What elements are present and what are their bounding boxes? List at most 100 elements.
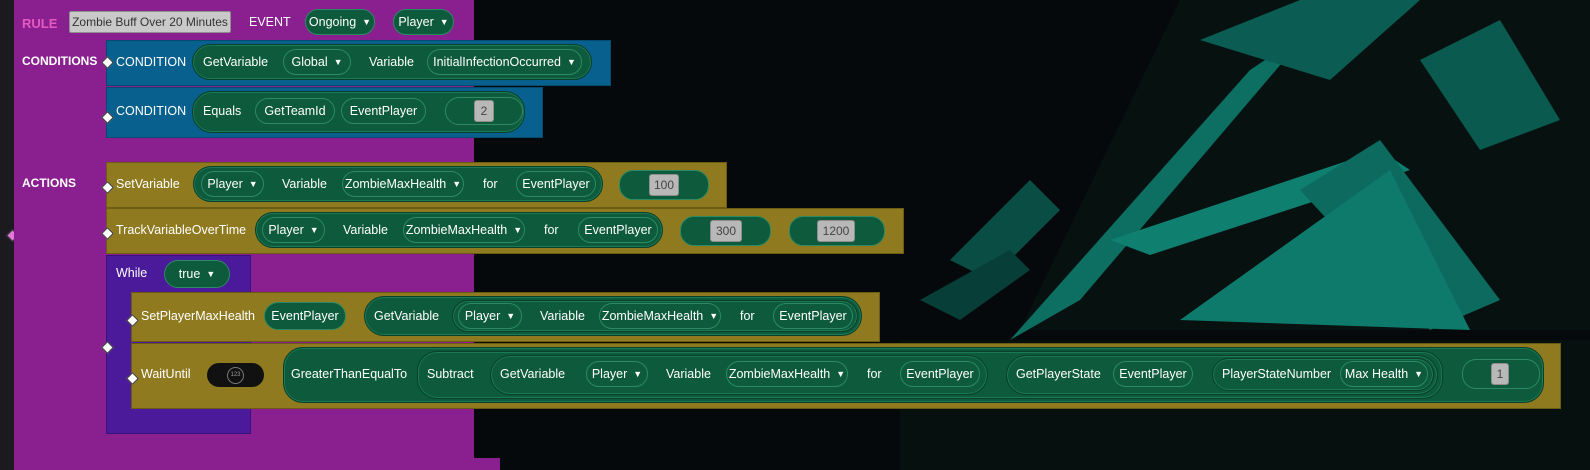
condition-1-scope-value: Global xyxy=(291,55,328,69)
set-variable-value-text: 100 xyxy=(653,178,675,192)
set-max-health-variable-word: Variable xyxy=(540,309,585,323)
chevron-down-icon: ▼ xyxy=(362,17,372,27)
track-variable-label: TrackVariableOverTime xyxy=(116,223,247,237)
set-max-health-name-dropdown[interactable]: ZombieMaxHealth ▼ xyxy=(599,303,721,329)
wait-until-func: GreaterThanEqualTo xyxy=(291,367,408,381)
set-variable-variable-word: Variable xyxy=(282,177,327,191)
wait-until-target-text: EventPlayer xyxy=(906,367,974,381)
wait-until-state-number: PlayerStateNumber xyxy=(1222,367,1332,381)
wait-until-state-target[interactable]: EventPlayer xyxy=(1113,361,1193,387)
condition-1-scope-dropdown[interactable]: Global ▼ xyxy=(283,49,351,75)
set-max-health-scope-value: Player xyxy=(464,309,501,323)
event-target-dropdown[interactable]: Player ▼ xyxy=(393,9,454,35)
wait-until-scope-dropdown[interactable]: Player ▼ xyxy=(586,361,648,387)
track-variable-name-dropdown[interactable]: ZombieMaxHealth ▼ xyxy=(403,217,525,243)
while-condition-value: true xyxy=(178,267,201,281)
set-max-health-target-text: EventPlayer xyxy=(271,309,339,323)
wait-until-name-value: ZombieMaxHealth xyxy=(728,367,831,381)
wait-until-getvar: GetVariable xyxy=(500,367,566,381)
wait-until-value-text: 1 xyxy=(1496,367,1504,381)
chevron-down-icon: ▼ xyxy=(452,179,462,189)
rule-label: RULE xyxy=(22,16,58,31)
chevron-down-icon: ▼ xyxy=(439,17,449,27)
chevron-down-icon: ▼ xyxy=(633,369,643,379)
while-label: While xyxy=(116,266,148,280)
set-variable-scope-value: Player xyxy=(207,177,243,191)
set-variable-label: SetVariable xyxy=(116,177,180,191)
condition-2-label: CONDITION xyxy=(116,104,187,118)
set-variable-target-text: EventPlayer xyxy=(522,177,590,191)
set-max-health-scope-dropdown[interactable]: Player ▼ xyxy=(458,303,522,329)
event-type-value: Ongoing xyxy=(308,15,357,29)
wait-until-target[interactable]: EventPlayer xyxy=(900,361,980,387)
event-target-value: Player xyxy=(398,15,434,29)
wait-until-name-dropdown[interactable]: ZombieMaxHealth ▼ xyxy=(726,361,848,387)
while-condition-dropdown[interactable]: true ▼ xyxy=(164,260,230,288)
number-input-icon: 123 xyxy=(227,366,244,384)
set-max-health-func: GetVariable xyxy=(374,309,440,323)
track-variable-scope-dropdown[interactable]: Player ▼ xyxy=(262,217,325,243)
track-variable-for-word: for xyxy=(544,223,559,237)
condition-1-func: GetVariable xyxy=(203,55,269,69)
condition-2-arg2-text: EventPlayer xyxy=(349,104,418,118)
condition-2-arg2[interactable]: EventPlayer xyxy=(341,98,426,124)
wait-until-getstate: GetPlayerState xyxy=(1016,367,1101,381)
track-variable-target-text: EventPlayer xyxy=(584,223,652,237)
set-max-health-for-word: for xyxy=(740,309,755,323)
conditions-section-label: CONDITIONS xyxy=(22,54,98,68)
set-max-health-name-value: ZombieMaxHealth xyxy=(601,309,704,323)
wait-until-value[interactable]: 1 xyxy=(1491,363,1509,385)
rule-name-text: Zombie Buff Over 20 Minutes xyxy=(72,15,228,29)
chevron-down-icon: ▼ xyxy=(513,225,523,235)
condition-2-arg1-text: GetTeamId xyxy=(264,104,326,118)
wait-until-state-value-dropdown[interactable]: Max Health ▼ xyxy=(1340,361,1428,387)
track-variable-name-value: ZombieMaxHealth xyxy=(405,223,508,237)
chevron-down-icon: ▼ xyxy=(709,311,719,321)
track-variable-value2-text: 1200 xyxy=(822,224,850,238)
track-variable-variable-word: Variable xyxy=(343,223,388,237)
track-variable-target[interactable]: EventPlayer xyxy=(578,217,658,243)
set-max-health-target2-text: EventPlayer xyxy=(779,309,847,323)
condition-2-arg1[interactable]: GetTeamId xyxy=(255,98,335,124)
wait-until-state-target-text: EventPlayer xyxy=(1119,367,1187,381)
rule-bottom-bar xyxy=(14,458,500,470)
set-variable-target[interactable]: EventPlayer xyxy=(516,171,596,197)
chevron-down-icon: ▼ xyxy=(506,311,516,321)
track-variable-scope-value: Player xyxy=(268,223,304,237)
event-label: EVENT xyxy=(249,15,291,29)
wait-until-subtract: Subtract xyxy=(427,367,474,381)
condition-1-variable-value: InitialInfectionOccurred xyxy=(433,55,561,69)
wait-until-scope-value: Player xyxy=(591,367,628,381)
condition-2-value[interactable]: 2 xyxy=(474,100,494,122)
set-variable-value[interactable]: 100 xyxy=(649,174,679,196)
set-variable-scope-dropdown[interactable]: Player ▼ xyxy=(201,171,264,197)
wait-until-label: WaitUntil xyxy=(141,367,191,381)
condition-1-variable-dropdown[interactable]: InitialInfectionOccurred ▼ xyxy=(427,49,582,75)
chevron-down-icon: ▼ xyxy=(836,369,846,379)
chevron-down-icon: ▼ xyxy=(309,225,319,235)
wait-until-state-value: Max Health xyxy=(1344,367,1409,381)
wait-until-variable-word: Variable xyxy=(666,367,711,381)
set-variable-name-value: ZombieMaxHealth xyxy=(344,177,447,191)
condition-1-variable-word: Variable xyxy=(369,55,414,69)
event-type-dropdown[interactable]: Ongoing ▼ xyxy=(305,9,375,35)
chevron-down-icon: ▼ xyxy=(1414,369,1424,379)
chevron-down-icon: ▼ xyxy=(566,57,576,67)
rule-name-field[interactable]: Zombie Buff Over 20 Minutes xyxy=(69,11,231,33)
set-max-health-target2[interactable]: EventPlayer xyxy=(773,303,853,329)
set-max-health-target[interactable]: EventPlayer xyxy=(264,302,346,330)
track-variable-value1[interactable]: 300 xyxy=(710,220,742,242)
wait-until-for-word: for xyxy=(867,367,882,381)
condition-1-label: CONDITION xyxy=(116,55,187,69)
condition-2-func: Equals xyxy=(203,104,242,118)
chevron-down-icon: ▼ xyxy=(248,179,258,189)
chevron-down-icon: ▼ xyxy=(206,269,216,279)
condition-2-value-text: 2 xyxy=(480,104,488,118)
set-variable-name-dropdown[interactable]: ZombieMaxHealth ▼ xyxy=(342,171,464,197)
actions-section-label: ACTIONS xyxy=(22,176,76,190)
track-variable-value1-text: 300 xyxy=(715,224,737,238)
wait-until-number-badge[interactable]: 123 xyxy=(207,363,264,387)
track-variable-value2[interactable]: 1200 xyxy=(817,220,855,242)
set-max-health-label: SetPlayerMaxHealth xyxy=(141,309,255,323)
set-variable-for-word: for xyxy=(483,177,498,191)
